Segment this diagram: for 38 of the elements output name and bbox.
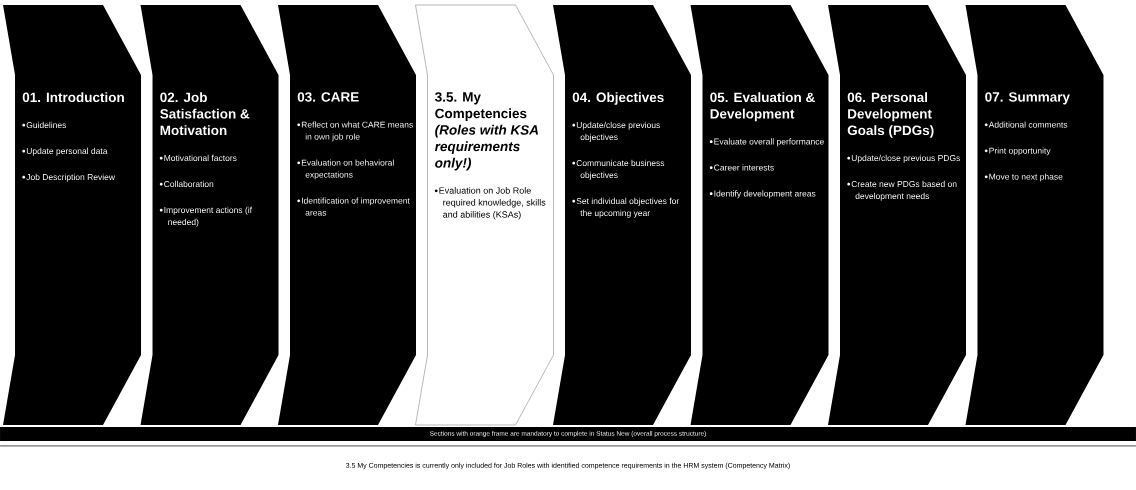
bullet-text: Move to next phase (989, 173, 1063, 182)
step-heading: 05. Evaluation & Development (710, 92, 815, 122)
bullet-text: Identification of improvement areas (302, 197, 410, 216)
chevron-step (553, 5, 691, 425)
bullet-text: Evaluation on Job Role required knowledge, skills and abilities (KSAs) (439, 187, 546, 220)
bullet-text: Collaboration (164, 180, 214, 188)
chevron-step (140, 5, 279, 425)
step-subheading: (Roles with KSA requirements only!) (434, 124, 538, 171)
bullet-text: Guidelines (26, 121, 67, 129)
chevron-step (690, 5, 829, 425)
bullet-text: Print opportunity (989, 147, 1051, 156)
step-heading: 3.5. My Competencies (435, 92, 527, 121)
bullet-text: Improvement actions (if needed) (164, 206, 253, 227)
chevron-step (965, 5, 1104, 425)
bullet-text: Job Description Review (26, 173, 116, 182)
bullet-text: Update/close previous PDGs (851, 154, 960, 163)
step-heading: 01. Introduction (22, 92, 124, 103)
chevron-step (278, 5, 416, 425)
step-heading: 06. Personal Development Goals (PDGs) (847, 92, 934, 138)
bullet-text: Create new PDGs based on development needs (851, 180, 957, 201)
bullet-text: Update personal data (26, 147, 108, 156)
bullet-text: Communicate business objectives (576, 159, 665, 180)
bullet-text: Evaluation on behavioral expectations (301, 159, 394, 180)
step-heading: 04. Objectives (572, 92, 664, 105)
step-heading: 02. Job Satisfaction & Motivation (160, 92, 250, 136)
bullet-text: Reflect on what CARE means in own job role (301, 121, 413, 142)
bullet-text: Identify development areas (714, 190, 816, 199)
chevron-step (415, 4, 554, 426)
step-heading: 07. Summary (985, 92, 1070, 105)
step-heading: 03. CARE (297, 92, 359, 102)
chevron-step (3, 5, 141, 425)
bullet-text: Additional comments (988, 121, 1068, 128)
chevron-step (828, 5, 966, 425)
bullet-text: Evaluate overall performance (714, 138, 824, 147)
bullet-text: Career interests (714, 164, 774, 171)
bullet-text: Motivational factors (164, 154, 237, 162)
bullet-text: Set individual objectives for the upcoming year (576, 197, 680, 218)
bullet-text: Update/close previous objectives (576, 121, 660, 142)
